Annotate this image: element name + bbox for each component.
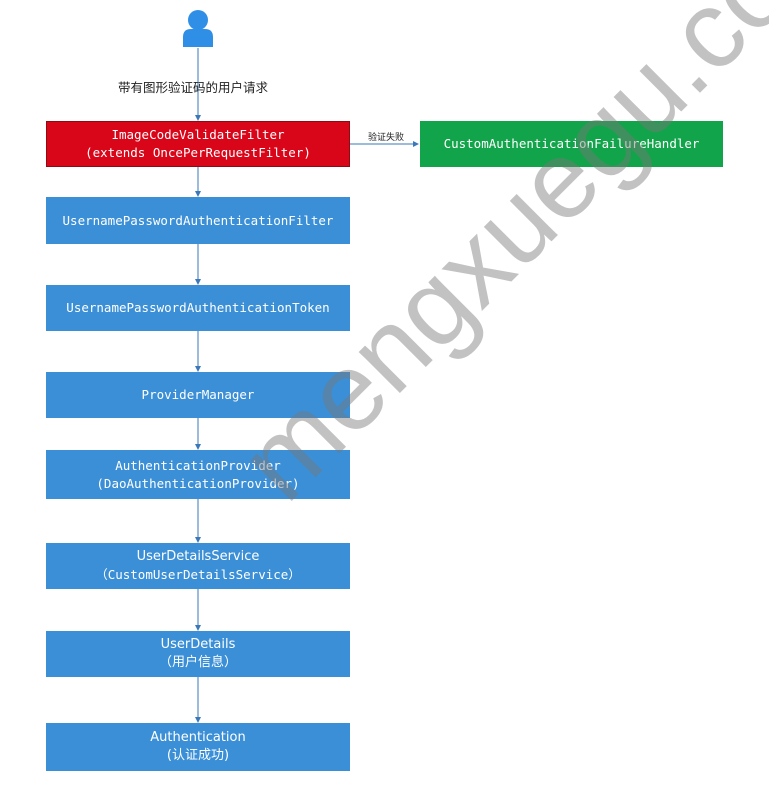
authentication-name: Authentication: [150, 730, 246, 745]
up-filter-name: UsernamePasswordAuthenticationFilter: [62, 212, 334, 228]
authentication-box: Authentication (认证成功): [46, 723, 350, 771]
up-token-name: UsernamePasswordAuthenticationToken: [66, 300, 330, 315]
user-details-service-box: UserDetailsService （CustomUserDetailsSer…: [46, 543, 350, 589]
username-password-authentication-filter-box: UsernamePasswordAuthenticationFilter: [46, 197, 350, 244]
user-details-box: UserDetails （用户信息）: [46, 631, 350, 677]
user-details-name: UserDetails: [160, 637, 236, 652]
auth-provider-name: AuthenticationProvider: [115, 457, 281, 473]
authentication-desc: (认证成功): [166, 748, 230, 763]
auth-provider-impl: (DaoAuthenticationProvider): [96, 475, 300, 491]
request-caption: 带有图形验证码的用户请求: [118, 80, 269, 95]
user-details-desc: （用户信息）: [158, 655, 237, 670]
image-code-validate-filter-box: ImageCodeValidateFilter (extends OncePer…: [46, 121, 350, 167]
failure-handler-name: CustomAuthenticationFailureHandler: [443, 136, 700, 151]
image-filter-extends: (extends OncePerRequestFilter): [85, 145, 311, 160]
provider-manager-name: ProviderManager: [141, 387, 255, 402]
failure-caption: 验证失败: [368, 133, 405, 143]
user-details-service-impl: （CustomUserDetailsService）: [95, 567, 301, 582]
user-details-service-name: UserDetailsService: [136, 549, 260, 564]
provider-manager-box: ProviderManager: [46, 372, 350, 418]
authentication-provider-box: AuthenticationProvider (DaoAuthenticatio…: [46, 450, 350, 499]
custom-authentication-failure-handler-box: CustomAuthenticationFailureHandler: [420, 121, 723, 167]
image-filter-name: ImageCodeValidateFilter: [111, 127, 285, 142]
username-password-authentication-token-box: UsernamePasswordAuthenticationToken: [46, 285, 350, 331]
